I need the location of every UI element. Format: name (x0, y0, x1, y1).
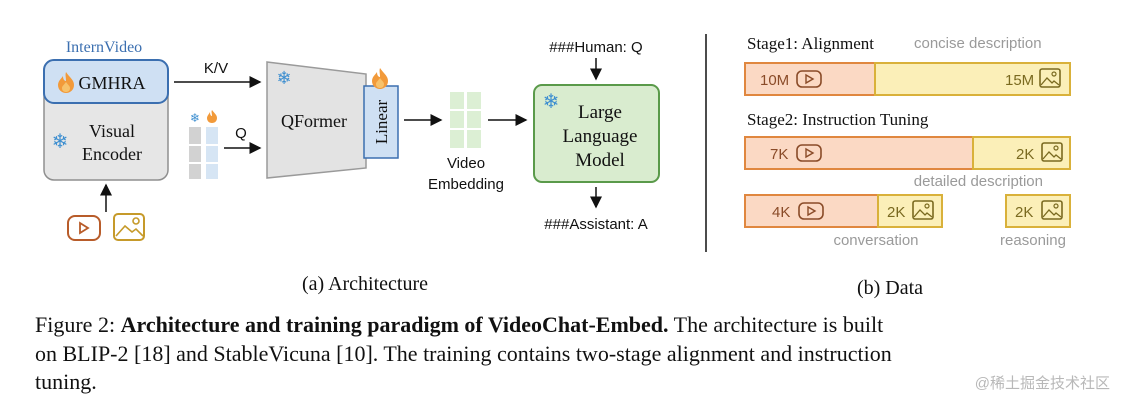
gmhra-label: GMHRA (78, 73, 145, 93)
caption-bold-title: Architecture and training paradigm of Vi… (120, 312, 669, 337)
snowflake-icon: ❄ (276, 68, 291, 89)
snowflake-icon: ❄ (52, 129, 69, 153)
stage1-image-count: 15M (1005, 72, 1034, 89)
image-icon (113, 213, 145, 241)
video-embedding-label-line1: Video (447, 155, 485, 172)
qformer-label: QFormer (281, 111, 347, 131)
image-icon (1041, 200, 1063, 220)
detailed-video-bar (744, 136, 974, 170)
watermark: @稀土掘金技术社区 (974, 375, 1110, 392)
video-icon (67, 215, 101, 241)
figure-diagram: InternVideo GMHRA ❄ Visual Encoder K/V ❄ (43, 34, 1071, 299)
figure-caption-line1: Figure 2: Architecture and training para… (35, 312, 883, 338)
internvideo-label: InternVideo (66, 39, 142, 56)
llm-label-line2: Language (563, 126, 638, 147)
video-icon (796, 70, 822, 88)
svg-text:❄: ❄ (190, 111, 200, 125)
caption-rest: The architecture is built (668, 312, 884, 337)
detailed-video-count: 7K (770, 146, 788, 163)
stage1-title: Stage1: Alignment (747, 34, 874, 53)
human-prompt: ###Human: Q (549, 39, 642, 56)
reasoning-image-count: 2K (1015, 204, 1033, 221)
flame-icon (58, 72, 74, 93)
query-tokens: ❄ (189, 110, 218, 179)
qformer-block (266, 61, 367, 179)
linear-block (363, 85, 399, 159)
conversation-video-count: 4K (772, 204, 790, 221)
gmhra-box (43, 59, 169, 104)
video-icon (796, 144, 822, 162)
q-label: Q (235, 125, 247, 142)
stage2-title: Stage2: Instruction Tuning (747, 110, 929, 129)
kv-label: K/V (204, 60, 228, 77)
llm-label-line1: Large (578, 102, 622, 123)
conversation-video-bar (744, 194, 879, 228)
flame-icon (372, 68, 388, 89)
image-icon (1039, 68, 1061, 88)
detailed-note: detailed description (914, 173, 1043, 190)
image-icon (912, 200, 934, 220)
conversation-note: conversation (833, 232, 918, 249)
video-embedding-tokens (450, 92, 481, 148)
figure-caption-line3: tuning. (35, 369, 97, 394)
snowflake-icon: ❄ (543, 89, 560, 113)
caption-prefix: Figure 2: (35, 312, 121, 337)
stage1-note: concise description (914, 35, 1042, 52)
conversation-image-count: 2K (887, 204, 905, 221)
detailed-image-count: 2K (1016, 146, 1034, 163)
visual-encoder-line1: Visual (89, 121, 135, 141)
video-icon (798, 202, 824, 220)
subcaption-architecture: (a) Architecture (302, 273, 428, 295)
llm-label-line3: Model (575, 150, 625, 171)
stage1-image-bar (874, 62, 1071, 96)
reasoning-note: reasoning (1000, 232, 1066, 249)
subcaption-data: (b) Data (857, 277, 923, 299)
video-embedding-label-line2: Embedding (428, 176, 504, 193)
linear-label: Linear (372, 99, 391, 144)
stage1-video-bar (744, 62, 876, 96)
llm-box (533, 84, 660, 183)
stage1-video-count: 10M (760, 72, 789, 89)
assistant-reply: ###Assistant: A (544, 216, 647, 233)
figure-caption-line2: on BLIP-2 [18] and StableVicuna [10]. Th… (35, 341, 892, 366)
image-icon (1041, 142, 1063, 162)
visual-encoder-line2: Encoder (82, 144, 142, 164)
